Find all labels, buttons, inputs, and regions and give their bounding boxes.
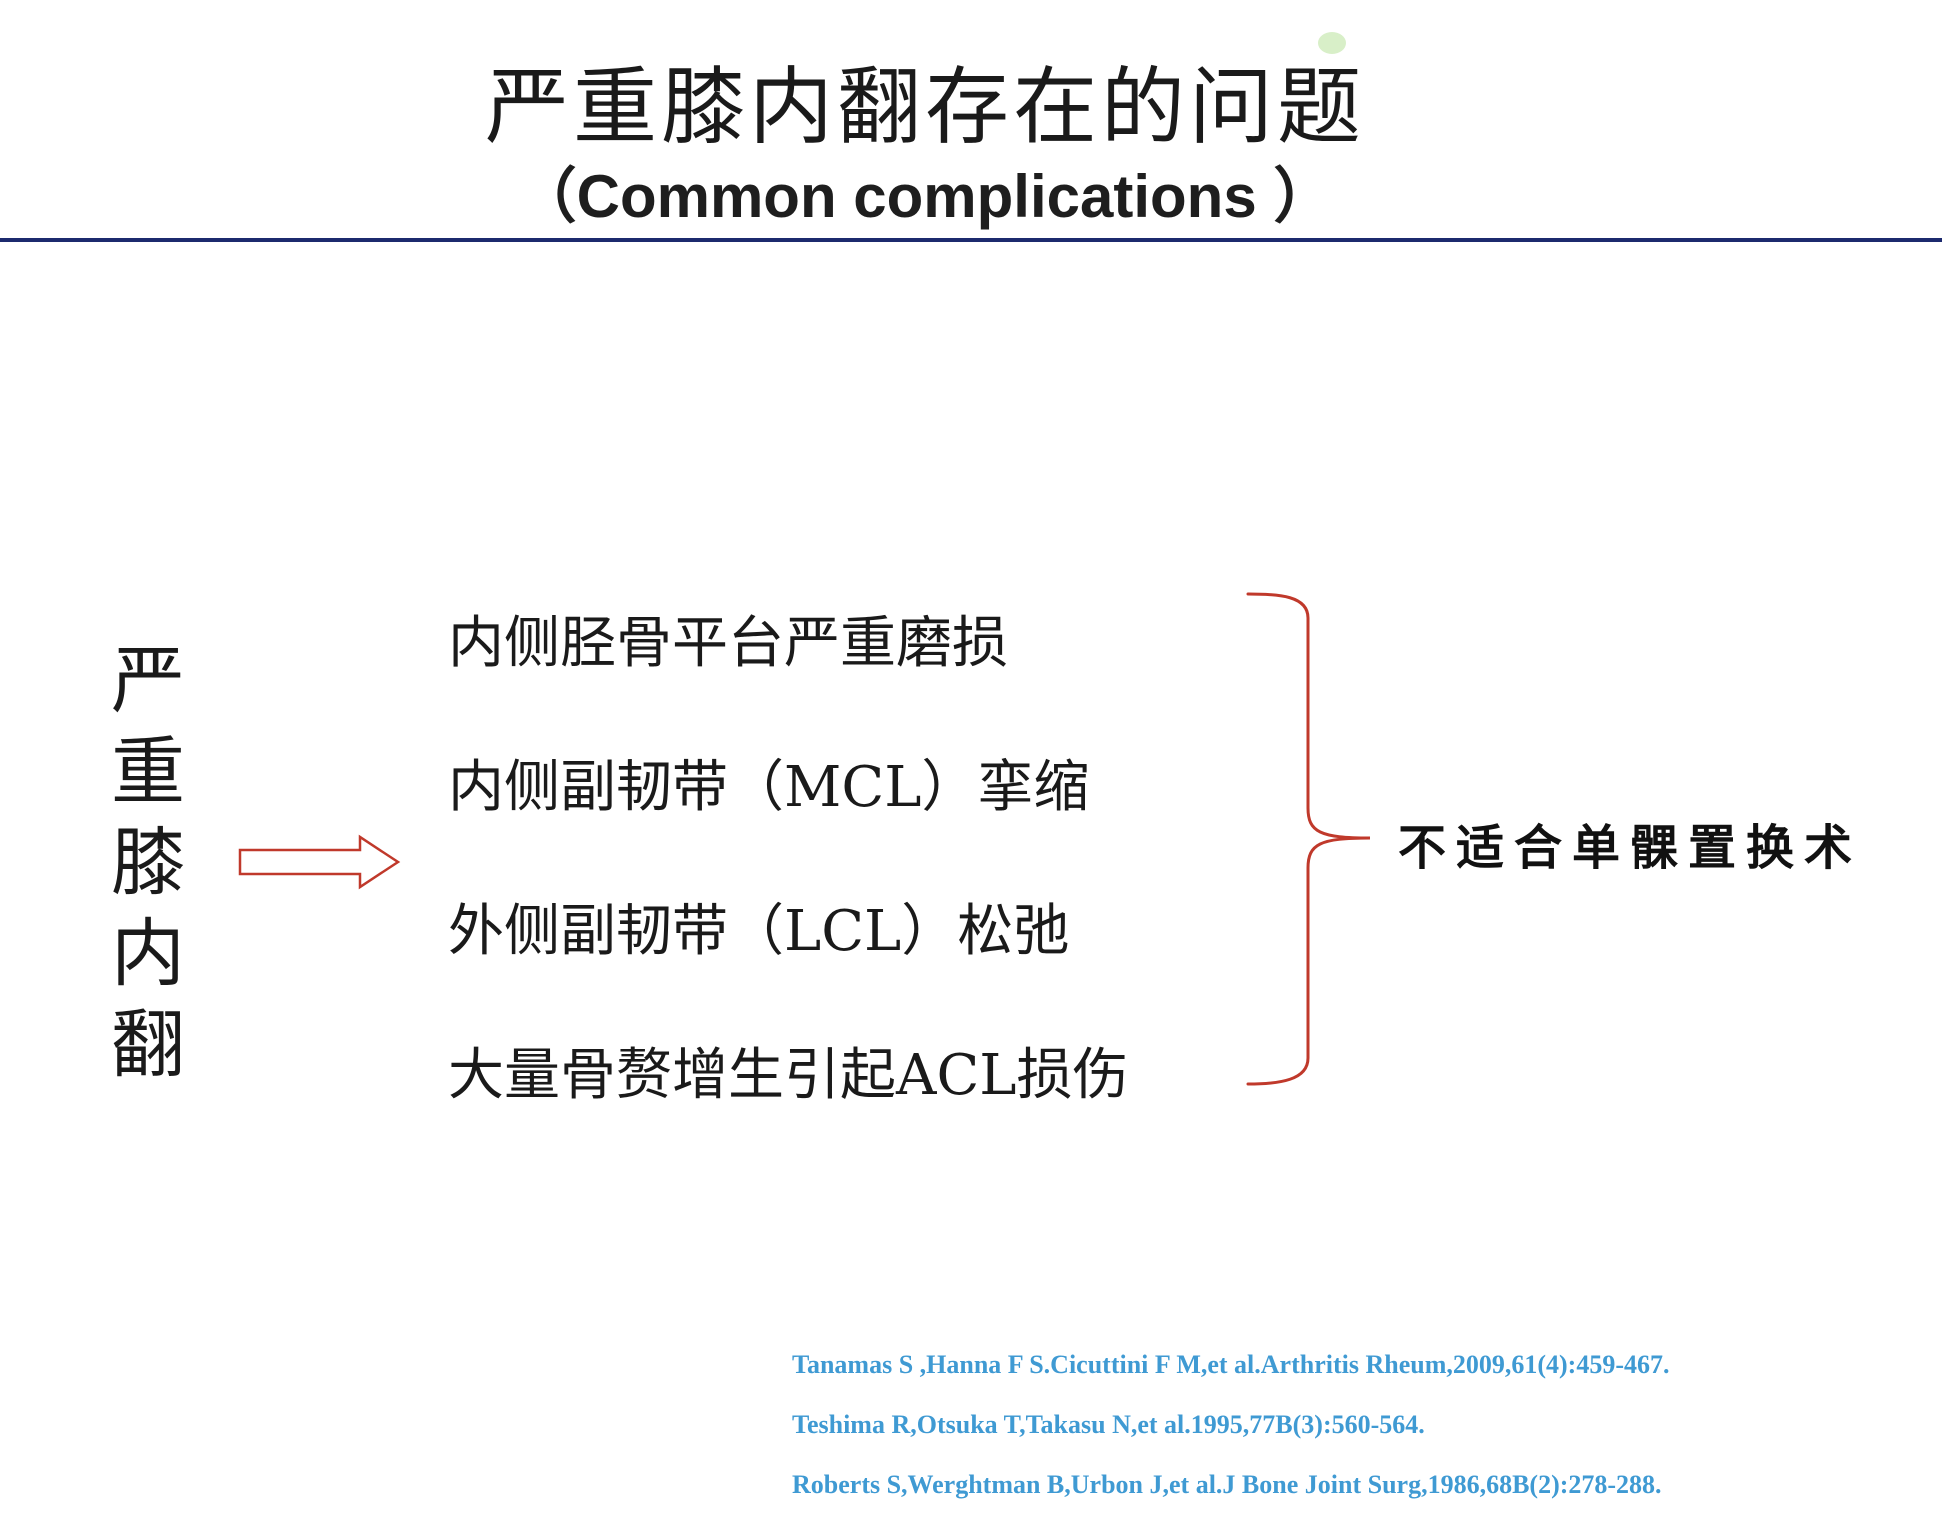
- right-arrow-outline-icon: [238, 834, 401, 890]
- vertical-label-char: 膝: [111, 820, 185, 906]
- slide-title-english: （Common complications ）: [516, 163, 1334, 230]
- vertical-label-char: 翻: [111, 1002, 185, 1088]
- vertical-label-char: 严: [111, 638, 185, 724]
- right-curly-brace-icon: [1246, 592, 1371, 1086]
- reference-citation: Roberts S,Werghtman B,Urbon J,et al.J Bo…: [792, 1470, 1662, 1499]
- conclusion-text: 不适合单髁置换术: [1398, 820, 1863, 876]
- vertical-label-char: 重: [111, 729, 185, 815]
- slide-title-chinese: 严重膝内翻存在的问题: [484, 58, 1365, 156]
- complication-item: 外侧副韧带（LCL）松弛: [448, 899, 1070, 964]
- complication-item: 内侧副韧带（MCL）挛缩: [448, 755, 1090, 820]
- reference-citation: Tanamas S ,Hanna F S.Cicuttini F M,et al…: [792, 1350, 1670, 1379]
- decorative-dot: [1318, 32, 1346, 54]
- complication-item: 内侧胫骨平台严重磨损: [448, 611, 1008, 676]
- reference-citation: Teshima R,Otsuka T,Takasu N,et al.1995,7…: [792, 1410, 1425, 1439]
- vertical-label-char: 内: [111, 911, 185, 997]
- complication-item: 大量骨赘增生引起ACL损伤: [448, 1043, 1129, 1108]
- title-divider: [0, 238, 1942, 242]
- vertical-label: 严 重 膝 内 翻: [108, 636, 188, 1091]
